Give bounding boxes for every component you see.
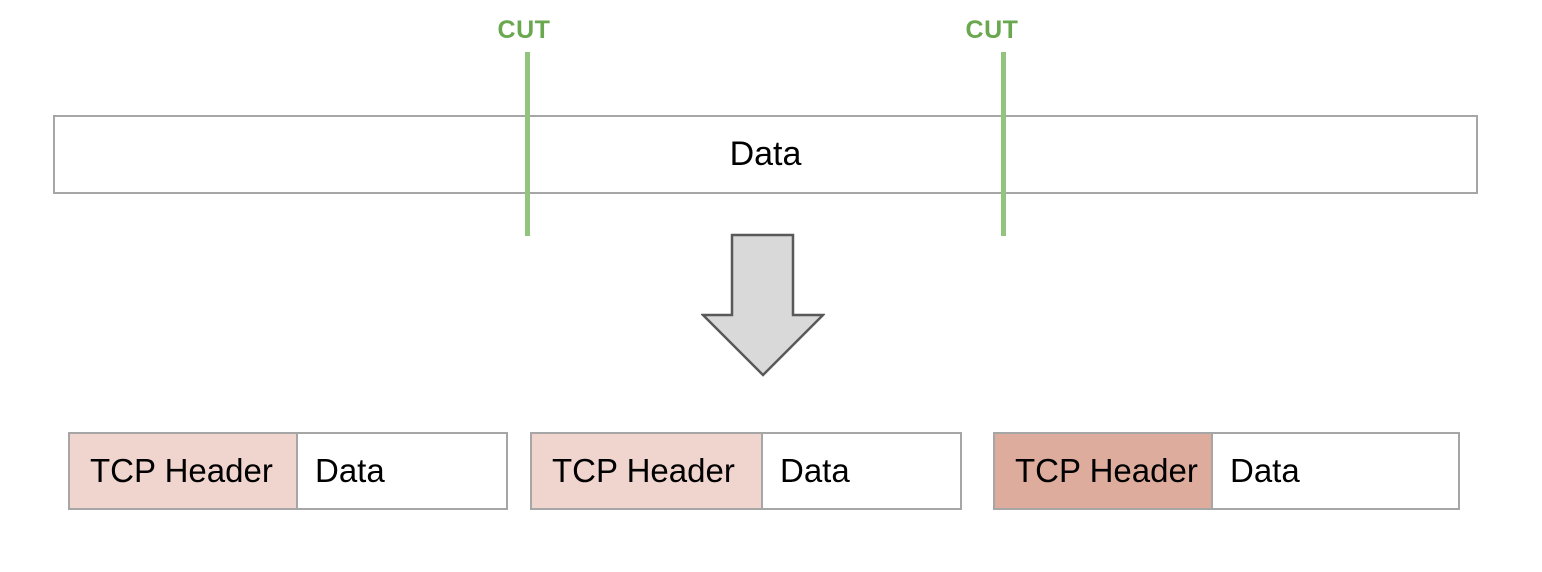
segment-data-label: Data [780,452,850,489]
tcp-segment-1: TCP Header Data [68,432,508,510]
cut-label: CUT [497,16,551,44]
segment-data-label: Data [1230,452,1300,489]
down-arrow-icon [701,233,825,377]
tcp-header-label: TCP Header [90,452,273,489]
cut-line-icon [525,52,530,236]
tcp-header-label: TCP Header [552,452,735,489]
cut-line-icon [1001,52,1006,236]
segment-data-label: Data [315,452,385,489]
original-data-label: Data [729,135,802,173]
segment-data-cell: Data [1211,432,1460,510]
original-data-bar: Data [53,115,1478,194]
tcp-header-cell: TCP Header [68,432,298,510]
tcp-header-cell: TCP Header [530,432,763,510]
segment-data-cell: Data [761,432,962,510]
tcp-segment-2: TCP Header Data [530,432,962,510]
segment-data-cell: Data [296,432,508,510]
tcp-header-label: TCP Header [1015,452,1198,489]
down-arrow-shape [701,233,825,377]
cut-label: CUT [965,16,1019,44]
tcp-header-cell: TCP Header [993,432,1213,510]
tcp-segment-3: TCP Header Data [993,432,1460,510]
